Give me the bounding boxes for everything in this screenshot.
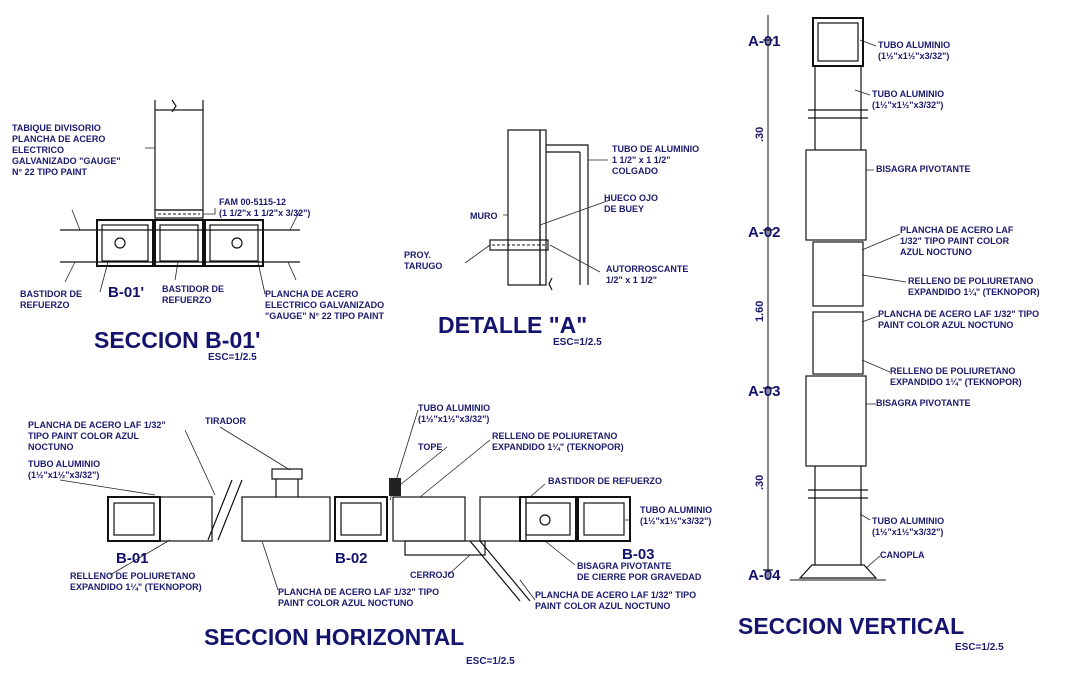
hor-label-plancha-tl-0: PLANCHA DE ACERO LAF 1/32" [28, 420, 166, 430]
horizontal-section-drawing [59, 409, 631, 602]
hor-label-plancha-bc-0: PLANCHA DE ACERO LAF 1/32" TIPO [278, 587, 439, 597]
ver-dim-bot: .30 [754, 475, 766, 490]
b01-label-bastidor-left-1: REFUERZO [20, 300, 70, 310]
detalle-label-hueco-1: DE BUEY [604, 204, 644, 214]
b01-label-tabique-1: PLANCHA DE ACERO [12, 134, 105, 144]
b01-label-tabique-4: N° 22 TIPO PAINT [12, 167, 87, 177]
detalle-label-tubo-0: TUBO DE ALUMINIO [612, 144, 699, 154]
hor-label-bisagra-1: DE CIERRE POR GRAVEDAD [577, 572, 702, 582]
hor-scale: ESC=1/2.5 [466, 656, 515, 667]
hor-label-tirador: TIRADOR [205, 416, 246, 426]
ver-label-relleno-1-1: EXPANDIDO 1¼" (TEKNOPOR) [908, 287, 1040, 297]
hor-tag-b01: B-01 [116, 550, 149, 567]
hor-label-plancha-br-0: PLANCHA DE ACERO LAF 1/32" TIPO [535, 590, 696, 600]
hor-tag-b02: B-02 [335, 550, 368, 567]
hor-label-relleno-tr-0: RELLENO DE POLIURETANO [492, 431, 617, 441]
ver-tag-a04: A-04 [748, 567, 781, 584]
hor-label-tubo-l-0: TUBO ALUMINIO [28, 459, 100, 469]
ver-label-tubo-3-0: TUBO ALUMINIO [872, 516, 944, 526]
ver-tag-a03: A-03 [748, 383, 781, 400]
ver-label-tubo-2-0: TUBO ALUMINIO [872, 89, 944, 99]
section-b01-drawing [60, 99, 301, 295]
ver-label-plancha-2-1: PAINT COLOR AZUL NOCTUNO [878, 320, 1013, 330]
detalle-title: DETALLE "A" [438, 312, 587, 338]
hor-label-tubo-c-0: TUBO ALUMINIO [418, 403, 490, 413]
ver-label-tubo-3-1: (1½"x1½"x3/32") [872, 527, 943, 537]
b01-tag: B-01' [108, 284, 144, 301]
b01-title: SECCION B-01' [94, 327, 261, 353]
ver-dim-mid: 1.60 [754, 301, 766, 322]
ver-label-relleno-1-0: RELLENO DE POLIURETANO [908, 276, 1033, 286]
detalle-label-tarugo-1: TARUGO [404, 261, 442, 271]
detalle-label-auto-1: 1/2" x 1 1/2" [606, 275, 657, 285]
hor-label-plancha-tl-1: TIPO PAINT COLOR AZUL [28, 431, 139, 441]
hor-label-relleno-bl-1: EXPANDIDO 1¼" (TEKNOPOR) [70, 582, 202, 592]
detalle-label-muro: MURO [470, 211, 498, 221]
hor-label-plancha-bc-1: PAINT COLOR AZUL NOCTUNO [278, 598, 413, 608]
ver-label-tubo-2-1: (1½"x1½"x3/32") [872, 100, 943, 110]
ver-dim-top: .30 [754, 127, 766, 142]
hor-label-cerrojo: CERROJO [410, 570, 455, 580]
detalle-label-tubo-2: COLGADO [612, 166, 658, 176]
b01-label-fam-1: (1 1/2"x 1 1/2"x 3/32") [219, 208, 310, 218]
ver-label-tubo-1-1: (1½"x1½"x3/32") [878, 51, 949, 61]
b01-label-plancha-1: ELECTRICO GALVANIZADO [265, 300, 384, 310]
b01-scale: ESC=1/2.5 [208, 352, 257, 363]
hor-label-bisagra-0: BISAGRA PIVOTANTE [577, 561, 672, 571]
ver-scale: ESC=1/2.5 [955, 642, 1004, 653]
b01-label-tabique-3: GALVANIZADO "GAUGE" [12, 156, 121, 166]
ver-label-tubo-1-0: TUBO ALUMINIO [878, 40, 950, 50]
b01-label-tabique-2: ELECTRICO [12, 145, 64, 155]
ver-label-plancha-1: 1/32" TIPO PAINT COLOR [900, 236, 1010, 246]
hor-label-plancha-tl-2: NOCTUNO [28, 442, 74, 452]
b01-label-bastidor-left-0: BASTIDOR DE [20, 289, 82, 299]
b01-label-plancha-2: "GAUGE" N° 22 TIPO PAINT [265, 311, 384, 321]
ver-label-plancha-0: PLANCHA DE ACERO LAF [900, 225, 1014, 235]
ver-label-relleno-2-0: RELLENO DE POLIURETANO [890, 366, 1015, 376]
hor-title: SECCION HORIZONTAL [204, 624, 464, 650]
hor-label-tope: TOPE [418, 442, 442, 452]
ver-label-canopla: CANOPLA [880, 550, 925, 560]
ver-title: SECCION VERTICAL [738, 613, 964, 639]
detalle-label-tarugo-0: PROY. [404, 250, 431, 260]
b01-label-bastidor-mid-0: BASTIDOR DE [162, 284, 224, 294]
ver-tag-a01: A-01 [748, 33, 781, 50]
ver-label-bisagra-2: BISAGRA PIVOTANTE [876, 398, 971, 408]
detalle-label-hueco-0: HUECO OJO [604, 193, 658, 203]
ver-label-plancha-2-0: PLANCHA DE ACERO LAF 1/32" TIPO [878, 309, 1039, 319]
hor-label-relleno-tr-1: EXPANDIDO 1¼" (TEKNOPOR) [492, 442, 624, 452]
detalle-label-auto-0: AUTORROSCANTE [606, 264, 688, 274]
b01-label-fam-0: FAM 00-5115-12 [219, 197, 286, 207]
b01-label-bastidor-mid-1: REFUERZO [162, 295, 212, 305]
hor-label-tubo-r-0: TUBO ALUMINIO [640, 505, 712, 515]
vertical-section-drawing [763, 15, 907, 581]
ver-label-bisagra-1: BISAGRA PIVOTANTE [876, 164, 971, 174]
detalle-label-tubo-1: 1 1/2" x 1 1/2" [612, 155, 671, 165]
b01-label-tabique-0: TABIQUE DIVISORIO [12, 123, 101, 133]
ver-label-plancha-2: AZUL NOCTUNO [900, 247, 972, 257]
hor-label-bastidor: BASTIDOR DE REFUERZO [548, 476, 662, 486]
detalle-scale: ESC=1/2.5 [553, 337, 602, 348]
hor-label-tubo-l-1: (1½"x1½"x3/32") [28, 470, 99, 480]
hor-tag-b03: B-03 [622, 546, 655, 563]
detalle-a-drawing [464, 129, 611, 291]
hor-label-plancha-br-1: PAINT COLOR AZUL NOCTUNO [535, 601, 670, 611]
ver-tag-a02: A-02 [748, 224, 781, 241]
hor-label-relleno-bl-0: RELLENO DE POLIURETANO [70, 571, 195, 581]
ver-label-relleno-2-1: EXPANDIDO 1¼" (TEKNOPOR) [890, 377, 1022, 387]
hor-label-tubo-c-1: (1½"x1½"x3/32") [418, 414, 489, 424]
hor-label-tubo-r-1: (1½"x1½"x3/32") [640, 516, 711, 526]
b01-label-plancha-0: PLANCHA DE ACERO [265, 289, 358, 299]
